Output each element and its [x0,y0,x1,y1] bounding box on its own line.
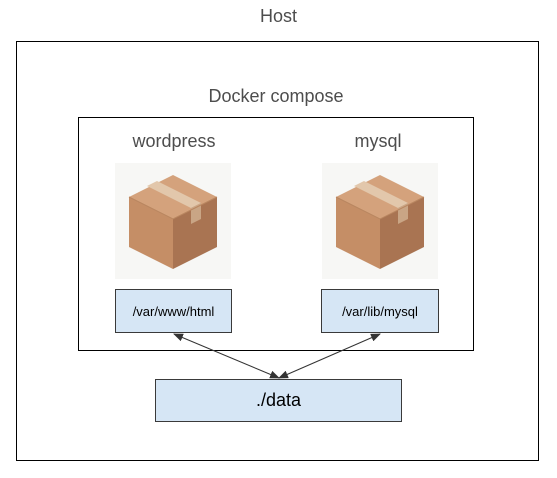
wordpress-volume-path: /var/www/html [115,289,232,333]
mysql-service-label: mysql [354,131,402,151]
wordpress-service-label: wordpress [132,131,216,151]
data-volume: ./data [155,379,402,422]
mysql-volume-path: /var/lib/mysql [321,289,439,333]
docker-compose-label: Docker compose [208,86,344,106]
host-label: Host [259,6,297,26]
host-container [16,41,539,461]
package-box-icon [115,163,231,279]
package-box-icon [322,163,438,279]
